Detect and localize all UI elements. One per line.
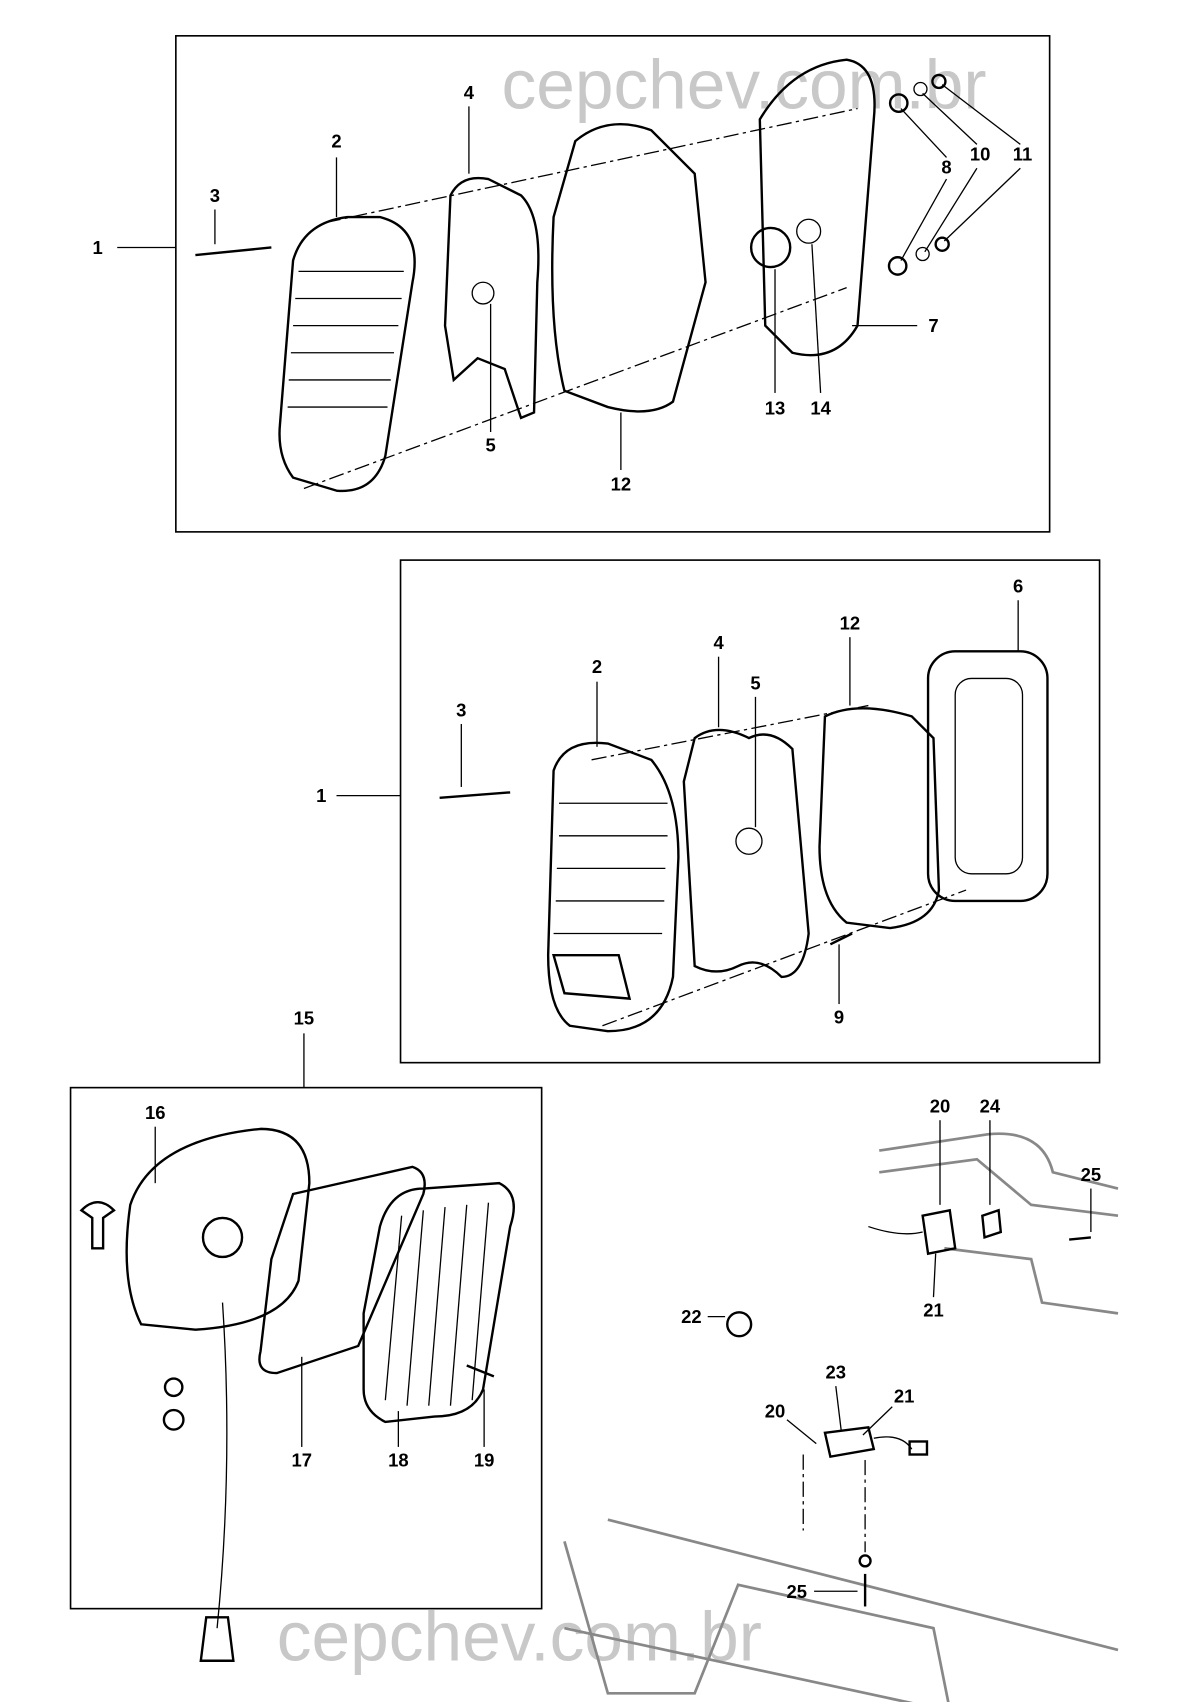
lens-ribs [384,1202,490,1406]
callout-3: 3 [210,185,220,206]
bulb [735,827,763,855]
callout-5: 5 [485,435,495,456]
callout-2: 2 [331,131,341,152]
callout-3: 3 [456,699,466,720]
grommet [749,226,792,269]
panel-b-frame [399,559,1101,1064]
bumper-frame [563,1540,950,1702]
bezel [926,650,1049,903]
lens [546,741,680,1033]
screw-3 [439,791,511,800]
callout-24: 24 [980,1096,1001,1117]
callout-22: 22 [681,1306,702,1327]
panel-c-frame [69,1086,543,1610]
spacer-lower [887,256,908,276]
bulb [201,1216,244,1259]
callout-19: 19 [474,1449,495,1470]
housing [818,707,941,930]
callout-20: 20 [930,1096,951,1117]
callout-12: 12 [611,474,632,495]
callout-2: 2 [592,656,602,677]
bumper-top [564,1626,914,1702]
nut [162,1408,185,1431]
callout-18: 18 [388,1449,409,1470]
wire [868,1225,923,1235]
lens [278,215,416,493]
housing [551,122,707,413]
lamp-23 [823,1426,876,1459]
star-washer [163,1377,184,1398]
callout-14: 14 [810,398,831,419]
lens [362,1181,515,1424]
nut-lower [934,236,950,252]
callout-1: 1 [93,237,103,258]
screw-25 [1069,1236,1092,1241]
bulb-22 [726,1311,753,1338]
lens-ribs [287,270,404,408]
watermark-top: cepchev.com.br [501,46,986,124]
callout-4: 4 [713,632,724,653]
lamp-20 [921,1208,957,1256]
bulb [471,281,495,305]
callout-10: 10 [970,144,991,165]
lens-ribs [553,802,668,935]
callout-20-lower: 20 [765,1401,786,1422]
callout-1: 1 [316,785,326,806]
callout-5: 5 [750,672,760,693]
callout-7: 7 [928,315,938,336]
bracket-24 [981,1208,1003,1240]
nut-upper [931,73,947,90]
panel-d-license-lamp: 20 24 25 21 22 23 20 21 25 [563,1096,1119,1702]
spacer-upper [888,93,909,113]
connector [908,1440,929,1456]
panel-b-tail-lamp-rect: 1 2 3 4 5 6 9 12 [316,559,1101,1064]
housing [125,1127,311,1331]
carriage-bolt [79,1200,116,1250]
panel-a-frame [175,35,1051,533]
callout-21: 21 [923,1300,944,1321]
panel-c-backup-lamp: 15 16 17 18 19 [69,1008,543,1662]
watermark-bottom: cepchev.com.br [277,1598,762,1676]
wire [873,1436,913,1450]
callout-6: 6 [1013,576,1023,597]
callout-12: 12 [840,613,861,634]
callout-23: 23 [826,1362,847,1383]
callout-25-lower: 25 [786,1581,807,1602]
callout-15: 15 [294,1008,315,1029]
nut [858,1554,872,1568]
body-panel-upper [879,1132,1119,1190]
mounting-plate [758,58,876,357]
callout-25: 25 [1081,1164,1102,1185]
callout-21-lower: 21 [894,1385,915,1406]
connector [199,1616,235,1662]
gasket [443,176,540,420]
screw-3 [195,246,272,257]
wire [216,1302,228,1629]
callout-17: 17 [291,1449,312,1470]
panel-a-tail-lamp-oval: 1 2 3 4 5 7 8 10 11 12 13 14 [93,35,1051,533]
screw-9 [829,932,853,946]
callout-13: 13 [765,398,786,419]
washer-lower [915,246,930,262]
callout-9: 9 [834,1007,844,1028]
washer-upper [913,81,928,97]
gasket [258,1165,426,1375]
callout-16: 16 [145,1102,166,1123]
washer [796,218,822,244]
callout-11: 11 [1013,144,1033,165]
callout-4: 4 [464,82,475,103]
gasket [682,728,810,979]
bowtie-emblem [551,954,632,1000]
callout-8: 8 [941,157,951,178]
screw-19 [466,1364,495,1378]
